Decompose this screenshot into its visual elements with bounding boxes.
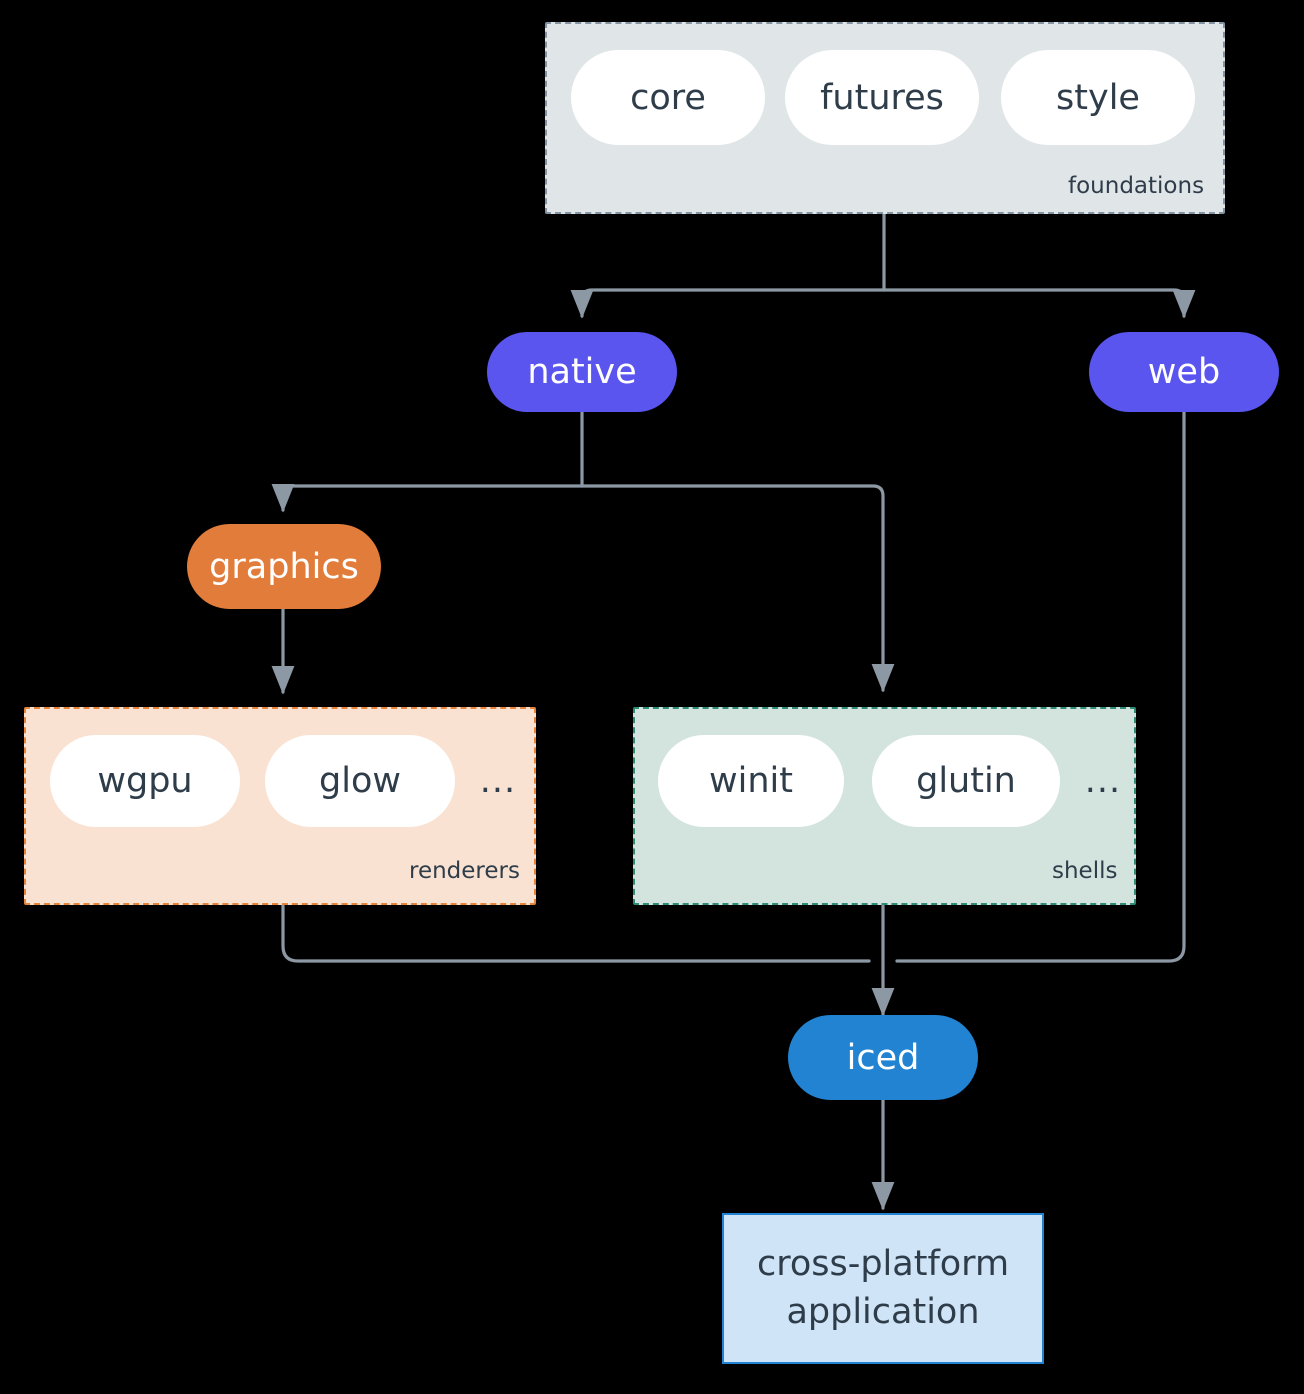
edge-foundations-to-web <box>882 288 1196 319</box>
edge-native-to-shells <box>580 484 895 693</box>
node-web-label: web <box>1147 352 1221 392</box>
application-label-line1: cross-platform <box>756 1244 1010 1285</box>
cluster-renderers-label: renderers <box>409 858 520 884</box>
shells-ellipsis: ... <box>1084 761 1122 801</box>
application-label-line2: application <box>786 1291 980 1332</box>
node-core[interactable]: core <box>571 50 765 145</box>
renderers-ellipsis: ... <box>479 761 517 801</box>
node-futures-label: futures <box>820 77 944 118</box>
node-application[interactable]: cross-platform application <box>722 1213 1044 1364</box>
node-graphics[interactable]: graphics <box>187 524 381 609</box>
node-winit[interactable]: winit <box>658 735 844 827</box>
node-futures[interactable]: futures <box>785 50 979 145</box>
node-glutin-label: glutin <box>916 761 1016 801</box>
node-glow-label: glow <box>319 761 401 801</box>
edge-renderers-to-iced <box>281 904 871 963</box>
edge-foundations-to-native <box>570 288 886 319</box>
node-wgpu-label: wgpu <box>97 761 193 801</box>
node-glow[interactable]: glow <box>265 735 455 827</box>
node-native-label: native <box>527 352 637 392</box>
node-glutin[interactable]: glutin <box>872 735 1060 827</box>
node-graphics-label: graphics <box>209 546 359 587</box>
edge-native-to-graphics <box>271 483 584 513</box>
cluster-shells-label: shells <box>1052 858 1118 884</box>
node-native[interactable]: native <box>487 332 677 412</box>
node-iced-label: iced <box>846 1037 920 1078</box>
node-winit-label: winit <box>709 761 793 801</box>
node-wgpu[interactable]: wgpu <box>50 735 240 827</box>
node-iced[interactable]: iced <box>788 1015 978 1100</box>
node-style[interactable]: style <box>1001 50 1195 145</box>
node-core-label: core <box>630 77 706 118</box>
node-web[interactable]: web <box>1089 332 1279 412</box>
cluster-foundations-label: foundations <box>1068 173 1205 199</box>
node-style-label: style <box>1056 77 1140 118</box>
